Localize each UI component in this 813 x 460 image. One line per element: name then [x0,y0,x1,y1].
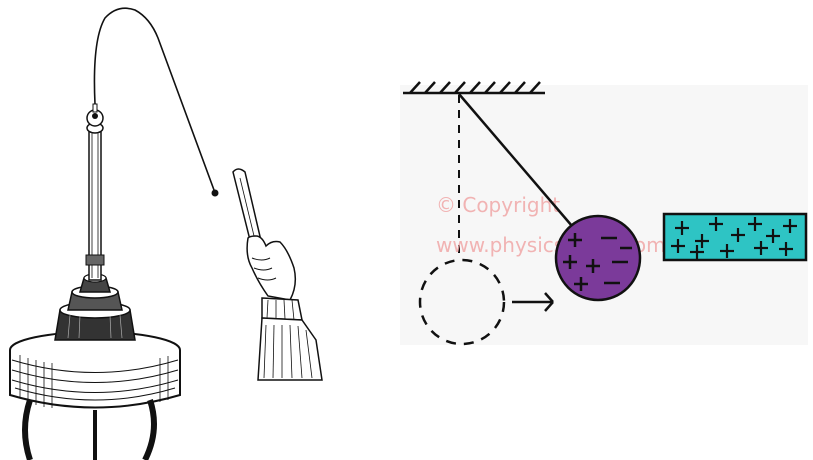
stand-table [10,332,180,460]
charged-plate [664,214,806,260]
electroscope-illustration [10,8,322,460]
glass-column [86,104,104,280]
stand-base [55,274,135,340]
charged-sphere [556,216,640,300]
hand-with-rod [233,169,322,380]
charge-diagram: © Copyright www.physicsclassroom.com [400,82,808,345]
pith-ball [212,190,219,197]
suspension-wire [94,8,218,196]
watermark-line-1: © Copyright [436,193,560,217]
